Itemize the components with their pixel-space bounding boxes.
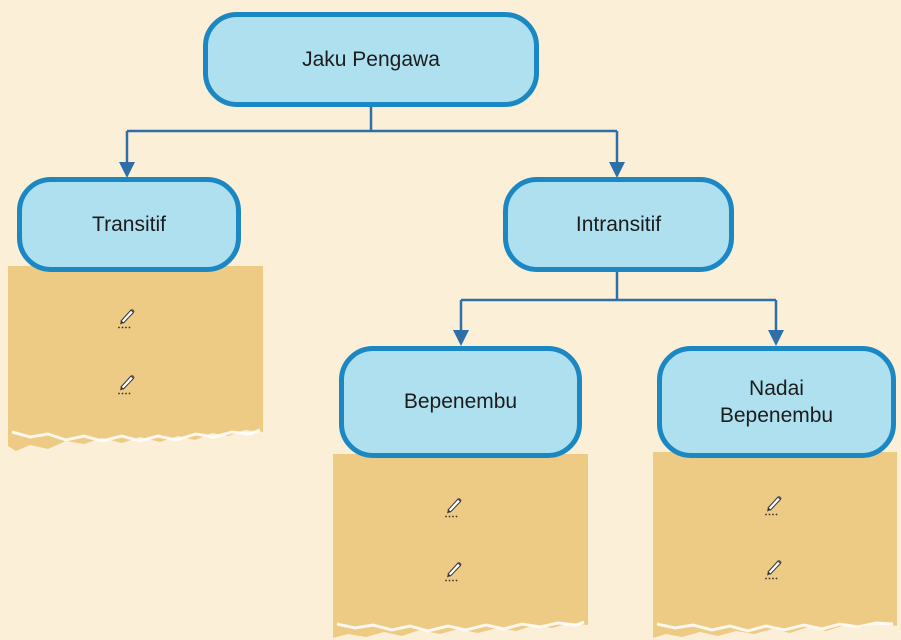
arrowhead-bepenembu [453,330,469,346]
node-transitif: Transitif [17,177,241,272]
pen-icon [764,558,784,580]
node-nadai-bepenembu: Nadai Bepenembu [657,346,896,458]
bepenembu-label: Bepenembu [403,390,518,414]
node-intransitif: Intransitif [503,177,734,272]
nadai-bepenembu-label: Nadai Bepenembu [719,376,834,427]
arrowhead-nadai-bepenembu [768,330,784,346]
pen-icon [444,496,464,518]
answer-card-bepenembu [333,454,588,638]
pen-icon [117,307,137,329]
root-label: Jaku Pengawa [302,47,440,71]
arrowhead-intransitif [609,162,625,178]
intransitif-label: Intransitif [575,212,662,236]
pen-icon [444,560,464,582]
transitif-label: Transitif [92,212,166,236]
answer-card-nadai-bepenembu [653,452,897,638]
arrowhead-transitif [119,162,135,178]
answer-card-transitif [8,266,263,451]
node-bepenembu: Bepenembu [339,346,582,458]
pen-icon [117,373,137,395]
root-node: Jaku Pengawa [203,12,539,107]
pen-icon [764,494,784,516]
